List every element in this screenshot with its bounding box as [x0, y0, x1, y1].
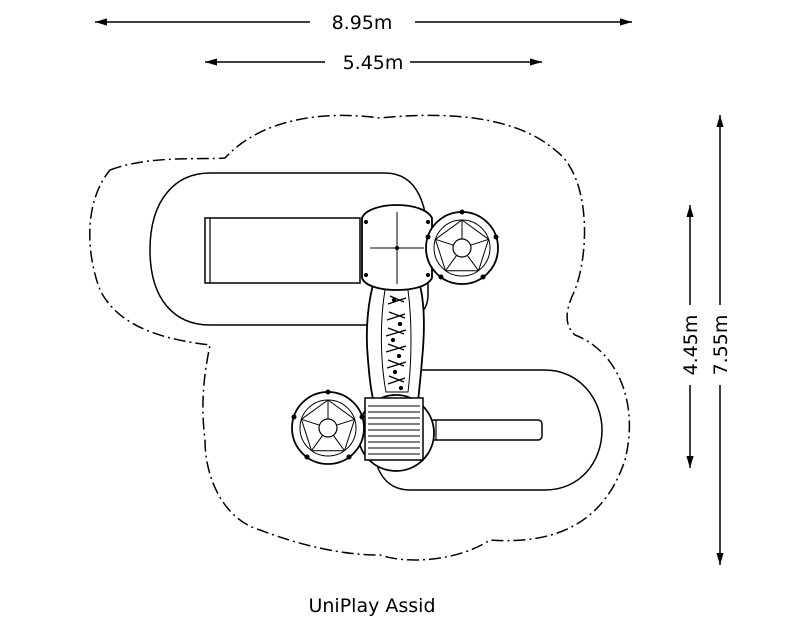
- safety-zone-outline: [89, 114, 631, 561]
- upper-wheel-panel: [425, 209, 499, 285]
- structure-width-dimension: 5.45m: [205, 52, 542, 74]
- lower-wheel-panel: [291, 389, 365, 465]
- structure-depth-dimension: 4.45m: [680, 205, 702, 468]
- top-deck-platform: [361, 204, 433, 291]
- net-texture: [385, 295, 407, 391]
- upper-slide: [204, 217, 361, 284]
- lower-slide: [429, 419, 543, 441]
- overall-width-label: 8.95m: [332, 12, 393, 34]
- product-name-caption: UniPlay Assid: [308, 595, 435, 617]
- overall-depth-dimension: 7.55m: [710, 115, 732, 565]
- structure-width-label: 5.45m: [343, 52, 404, 74]
- bottom-deck-platform: [357, 394, 435, 472]
- structure-depth-label: 4.45m: [680, 315, 702, 376]
- overall-depth-label: 7.55m: [710, 315, 732, 376]
- upper-slide-zone: [149, 172, 429, 326]
- overall-width-dimension: 8.95m: [95, 12, 632, 34]
- climbing-net-walkway: [365, 277, 425, 406]
